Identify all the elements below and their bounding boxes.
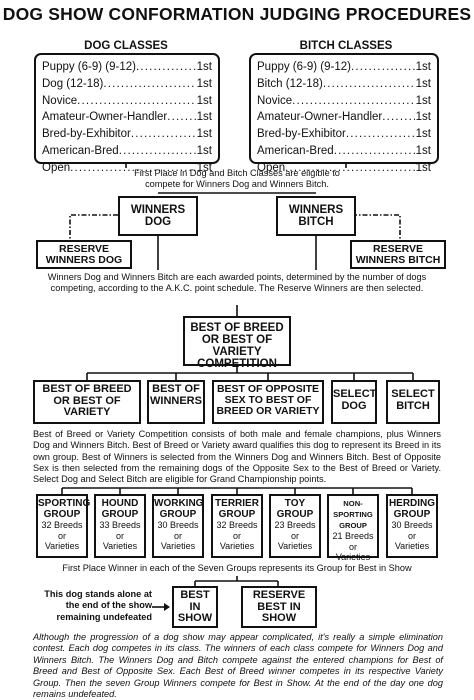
bitch-class-row: Amateur-Owner-Handler1st <box>257 109 431 126</box>
reserve-best-in-show-box: RESERVE BEST IN SHOW <box>241 586 317 628</box>
bitch-class-row: Bitch (12-18)1st <box>257 76 431 93</box>
reserve-winners-dog-box: RESERVE WINNERS DOG <box>36 240 132 269</box>
bitch-class-row: Bred-by-Exhibitor1st <box>257 126 431 143</box>
best-of-winners-box: BEST OF WINNERS <box>147 380 205 424</box>
dog-class-row: Novice1st <box>42 93 212 110</box>
select-dog-box: SELECT DOG <box>331 380 377 424</box>
best-in-show-box: BEST IN SHOW <box>172 586 218 628</box>
dog-class-row: Amateur-Owner-Handler1st <box>42 109 212 126</box>
bob-paragraph: Best of Breed or Variety Competition con… <box>33 429 441 485</box>
best-of-opposite-sex-box: BEST OF OPPOSITE SEX TO BEST OF BREED OR… <box>212 380 324 424</box>
best-of-breed-box: BEST OF BREED OR BEST OF VARIETY <box>33 380 141 424</box>
first-place-note: First Place in Dog and Bitch Classes are… <box>134 168 340 190</box>
page-title: DOG SHOW CONFORMATION JUDGING PROCEDURES <box>2 4 472 24</box>
dog-class-row: American-Bred1st <box>42 143 212 160</box>
bitch-class-row: Novice1st <box>257 93 431 110</box>
connector-reserve-bitch <box>352 214 401 240</box>
winners-dog-box: WINNERS DOG <box>118 196 198 236</box>
bitch-class-row: Puppy (6-9) (9-12)1st <box>257 59 431 76</box>
dog-classes-heading: DOG CLASSES <box>84 40 168 52</box>
select-bitch-box: SELECT BITCH <box>386 380 440 424</box>
bitch-class-row: American-Bred1st <box>257 143 431 160</box>
bitch-class-row: Open1st <box>257 160 431 177</box>
dog-class-row: Dog (12-18)1st <box>42 76 212 93</box>
reserve-winners-bitch-box: RESERVE WINNERS BITCH <box>350 240 446 269</box>
dog-class-row: Puppy (6-9) (9-12)1st <box>42 59 212 76</box>
bitch-classes-box: Puppy (6-9) (9-12)1st Bitch (12-18)1st N… <box>249 53 439 174</box>
closing-paragraph: Although the progression of a dog show m… <box>33 632 443 700</box>
groups-note: First Place Winner in each of the Seven … <box>62 563 412 573</box>
dog-class-row: Open1st <box>42 160 212 177</box>
dog-classes-box: Puppy (6-9) (9-12)1st Dog (12-18)1st Nov… <box>34 53 220 174</box>
dog-class-row: Bred-by-Exhibitor1st <box>42 126 212 143</box>
bitch-classes-heading: BITCH CLASSES <box>299 40 393 52</box>
alone-note: This dog stands alone at the end of the … <box>44 589 152 622</box>
bob-competition-box: BEST OF BREED OR BEST OF VARIETY COMPETI… <box>183 316 291 370</box>
points-note: Winners Dog and Winners Bitch are each a… <box>47 272 427 294</box>
winners-bitch-box: WINNERS BITCH <box>276 196 356 236</box>
connector-reserve-dog <box>69 214 118 240</box>
